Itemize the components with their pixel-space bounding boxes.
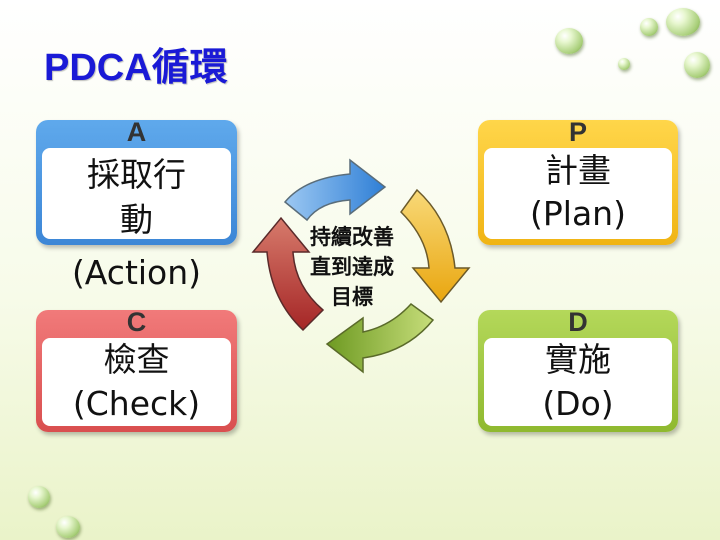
plan-letter: P [478, 117, 678, 147]
do-text-line1: 實施 [484, 338, 672, 382]
water-drop-icon [56, 516, 80, 538]
act-text-lower: 動 (Action) [36, 193, 237, 299]
blue-arrow [285, 160, 385, 220]
act-text-line2: 動 [36, 193, 237, 246]
check-card: C 檢查 (Check) [36, 310, 237, 432]
check-letter: C [36, 307, 237, 337]
green-arrow [327, 304, 433, 372]
water-drop-icon [555, 28, 583, 54]
plan-text-line1: 計畫 [484, 148, 672, 193]
do-letter: D [478, 307, 678, 337]
water-drop-icon [684, 52, 710, 78]
do-text-line2: (Do) [484, 382, 672, 426]
check-card-body: 檢查 (Check) [42, 338, 231, 426]
slide-title: PDCA循環 [44, 36, 228, 91]
plan-text-line2: (Plan) [484, 193, 672, 235]
water-drop-icon [618, 58, 630, 70]
check-text-line1: 檢查 [42, 338, 231, 382]
center-line1: 持續改善 [290, 222, 414, 252]
center-line2: 直到達成 [290, 252, 414, 282]
do-card: D 實施 (Do) [478, 310, 678, 432]
plan-card: P 計畫 (Plan) [478, 120, 678, 245]
check-text-line2: (Check) [42, 382, 231, 426]
do-card-body: 實施 (Do) [484, 338, 672, 426]
water-drop-icon [640, 18, 658, 36]
plan-card-body: 計畫 (Plan) [484, 148, 672, 239]
act-text-line3: (Action) [36, 246, 237, 299]
water-drop-icon [666, 8, 700, 36]
act-letter: A [36, 117, 237, 147]
center-line3: 目標 [290, 282, 414, 312]
water-drop-icon [28, 486, 50, 508]
cycle-center-text: 持續改善 直到達成 目標 [290, 222, 414, 312]
